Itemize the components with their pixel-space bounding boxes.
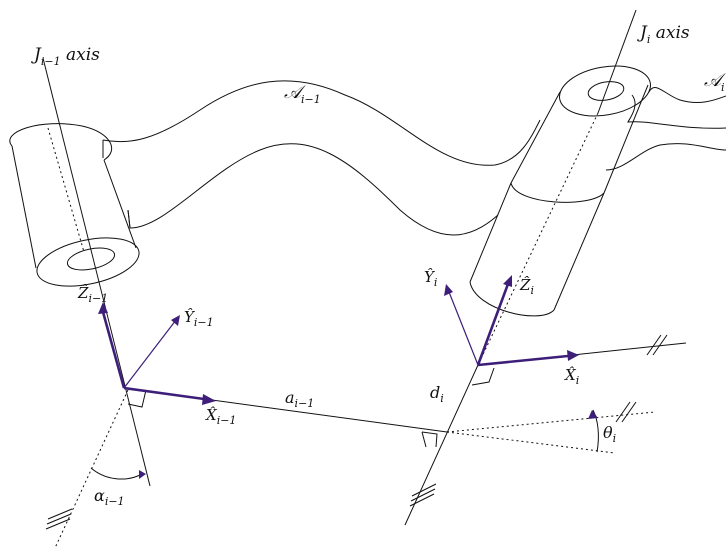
y-prev-label: Ŷi−1 [184, 308, 214, 329]
joint-prev-axis [42, 57, 151, 549]
a-prev-label: ai−1 [285, 388, 314, 410]
d-i-label: di [430, 383, 444, 405]
z-prev-label: Ẑi−1 [77, 284, 108, 305]
joint-cylinder [469, 65, 651, 317]
link-prev-body [102, 80, 541, 236]
joint-prev-cylinder [9, 123, 140, 287]
joint-axis [404, 9, 637, 526]
link-next-label: 𝒜i [704, 70, 726, 94]
joint-prev-axis-label: Ji−1 axis [31, 45, 100, 68]
right-angle-marks [127, 367, 495, 448]
joint-axis-label: Ji axis [637, 23, 690, 46]
common-normals [123, 334, 687, 454]
link-prev-label: 𝒜i−1 [284, 82, 321, 106]
angle-arcs [90, 409, 599, 480]
z-i-label: Ẑi [519, 276, 534, 297]
theta-i-label: θi [603, 423, 616, 445]
frame-prev-vectors [98, 302, 216, 405]
y-i-label: Ŷi [424, 268, 437, 289]
frame-vectors [444, 275, 579, 367]
alpha-prev-label: αi−1 [94, 486, 125, 508]
x-i-label: X̂i [564, 366, 579, 387]
x-prev-label: X̂i−1 [205, 406, 236, 427]
link-next-body [605, 86, 726, 171]
